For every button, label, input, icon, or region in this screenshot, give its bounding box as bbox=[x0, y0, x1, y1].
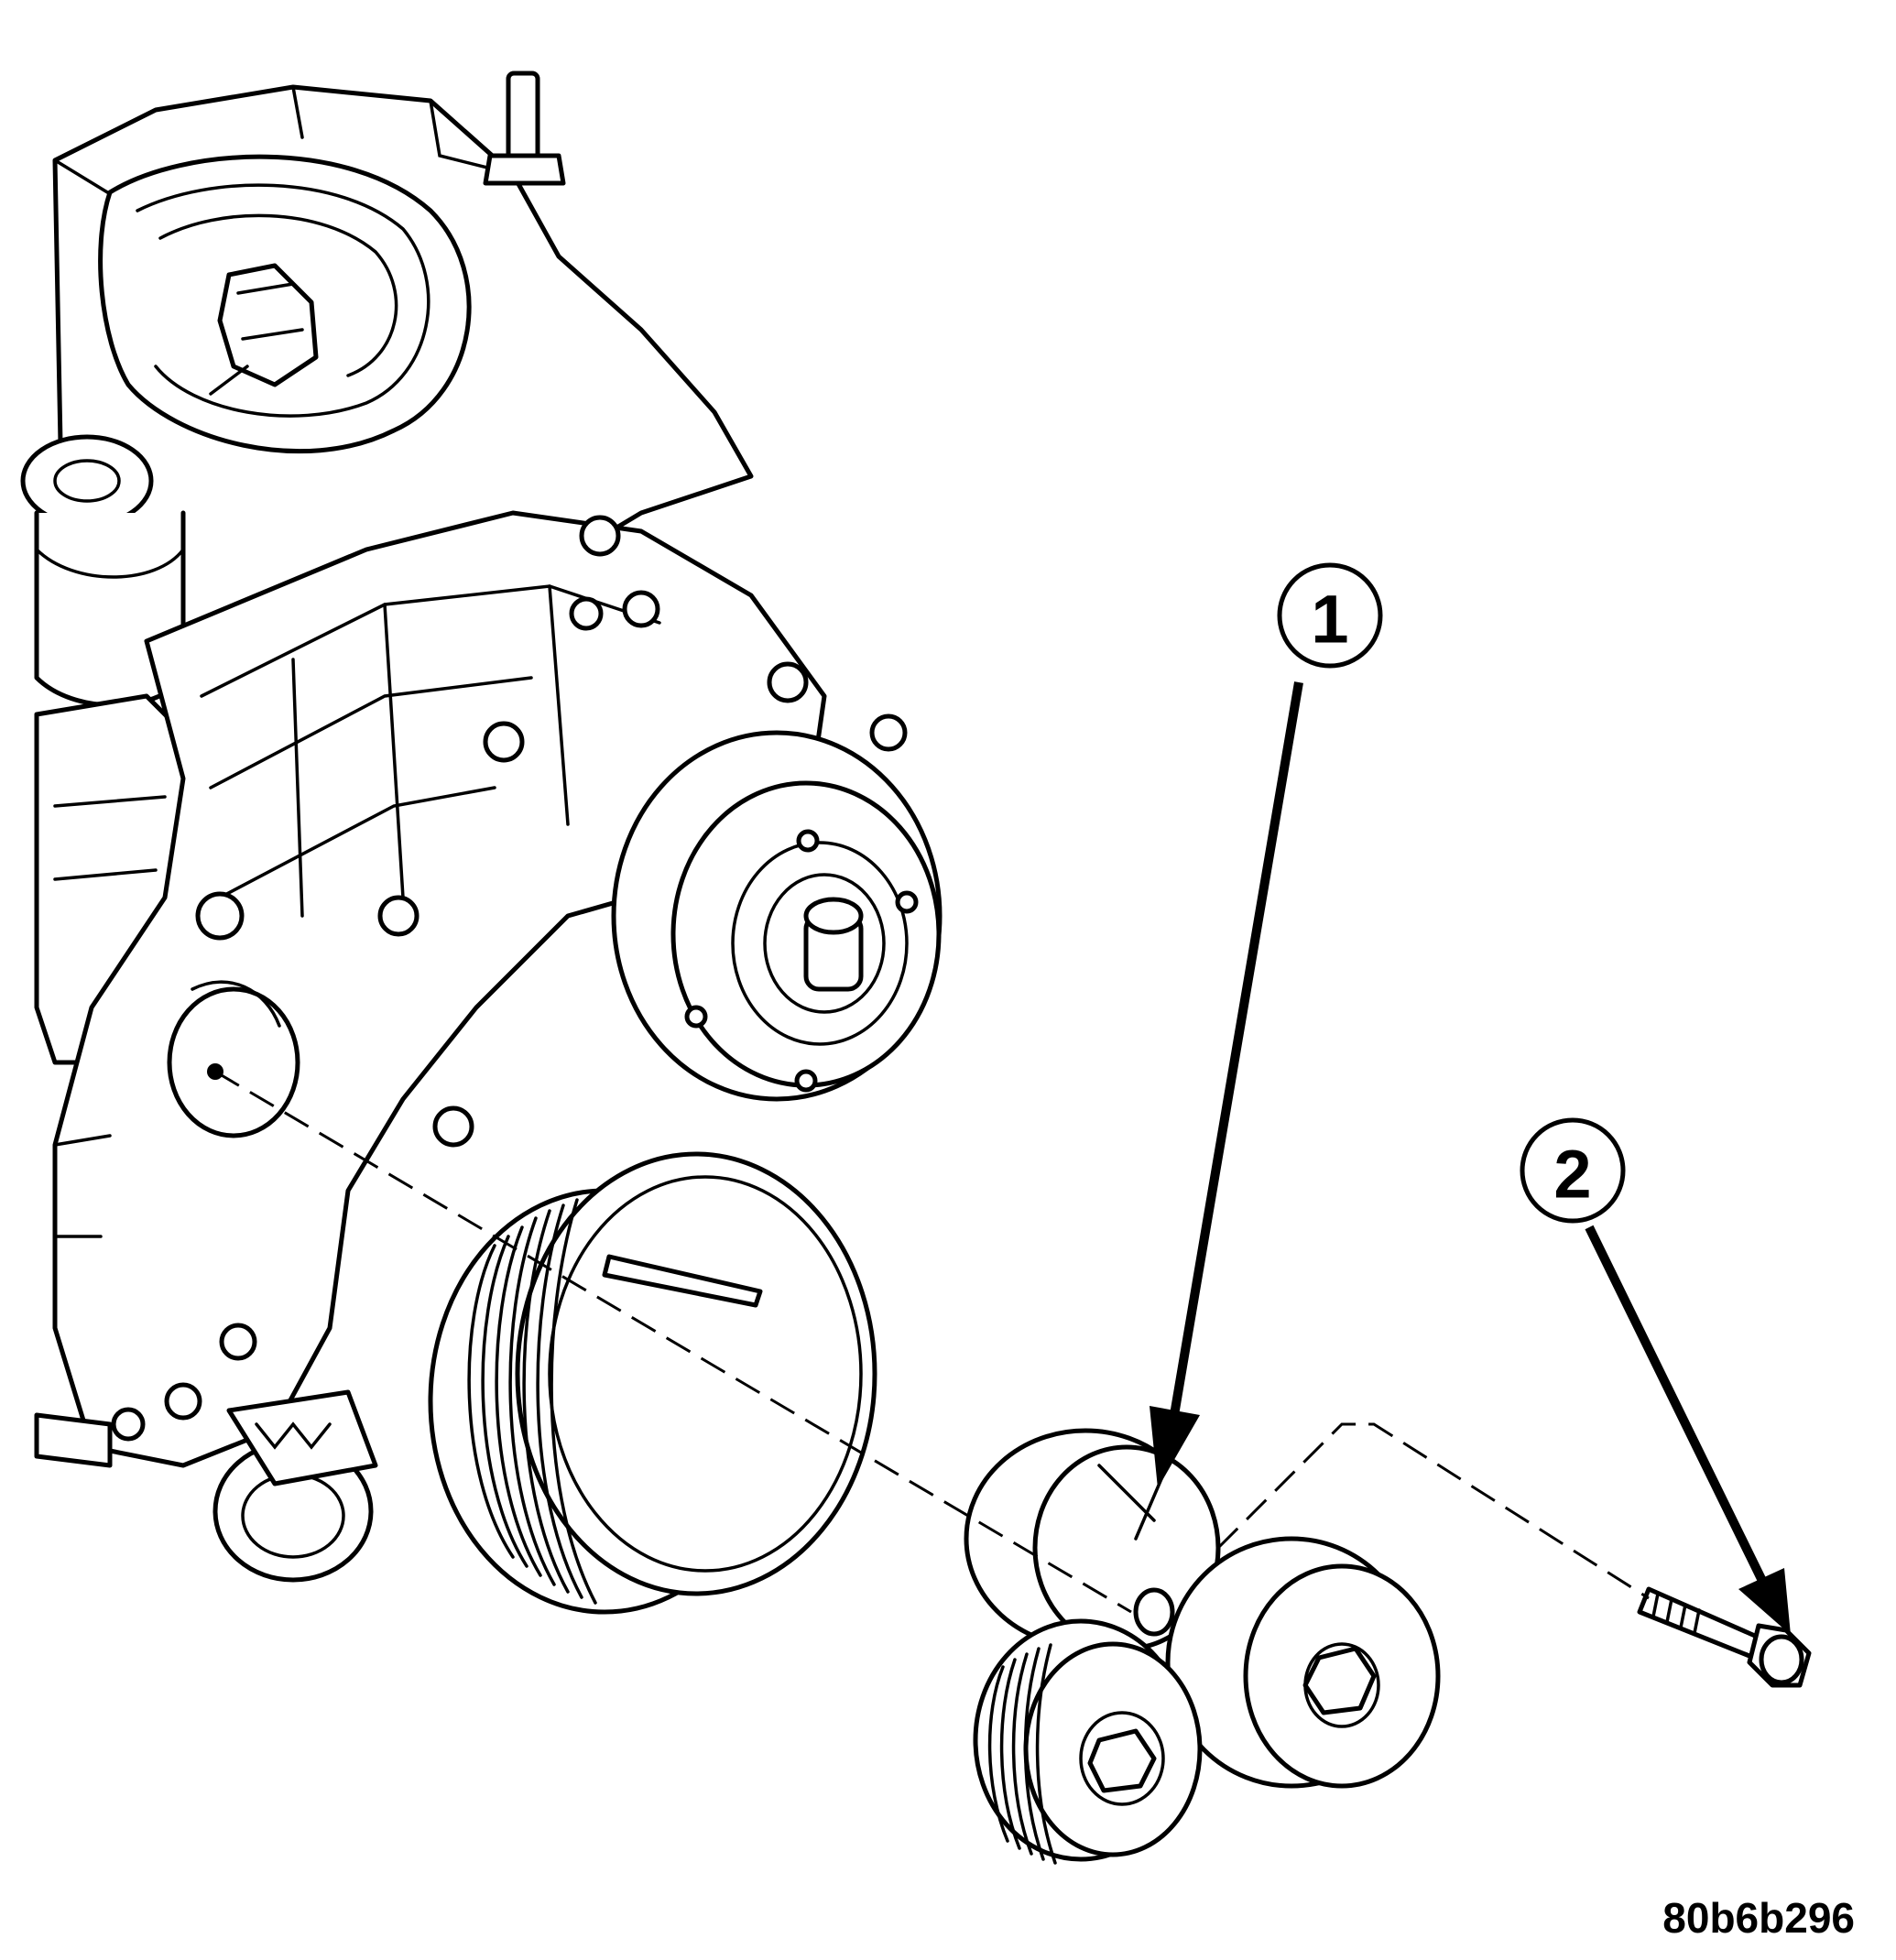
crankshaft-pulley bbox=[428, 1151, 877, 1615]
arrowhead-1 bbox=[1150, 1406, 1200, 1488]
callout-circle bbox=[1520, 1117, 1626, 1224]
fan-hub-pulley bbox=[611, 730, 943, 1102]
belt-tensioner-assembly bbox=[964, 1428, 1441, 1865]
alignment-lines bbox=[214, 1070, 1650, 1614]
callout-2: 2 bbox=[1520, 1117, 1626, 1224]
callout-1: 1 bbox=[1277, 562, 1383, 669]
engine-block bbox=[20, 71, 908, 1583]
figure-id: 80b6b296 bbox=[1662, 1894, 1855, 1942]
callout-number: 2 bbox=[1553, 1137, 1591, 1213]
tensioner-mounting-bolt bbox=[1637, 1586, 1812, 1688]
arrowhead-2 bbox=[1738, 1568, 1791, 1635]
callout-number: 1 bbox=[1311, 582, 1348, 658]
leader-arrows bbox=[1150, 681, 1791, 1635]
callout-circle bbox=[1277, 562, 1383, 669]
